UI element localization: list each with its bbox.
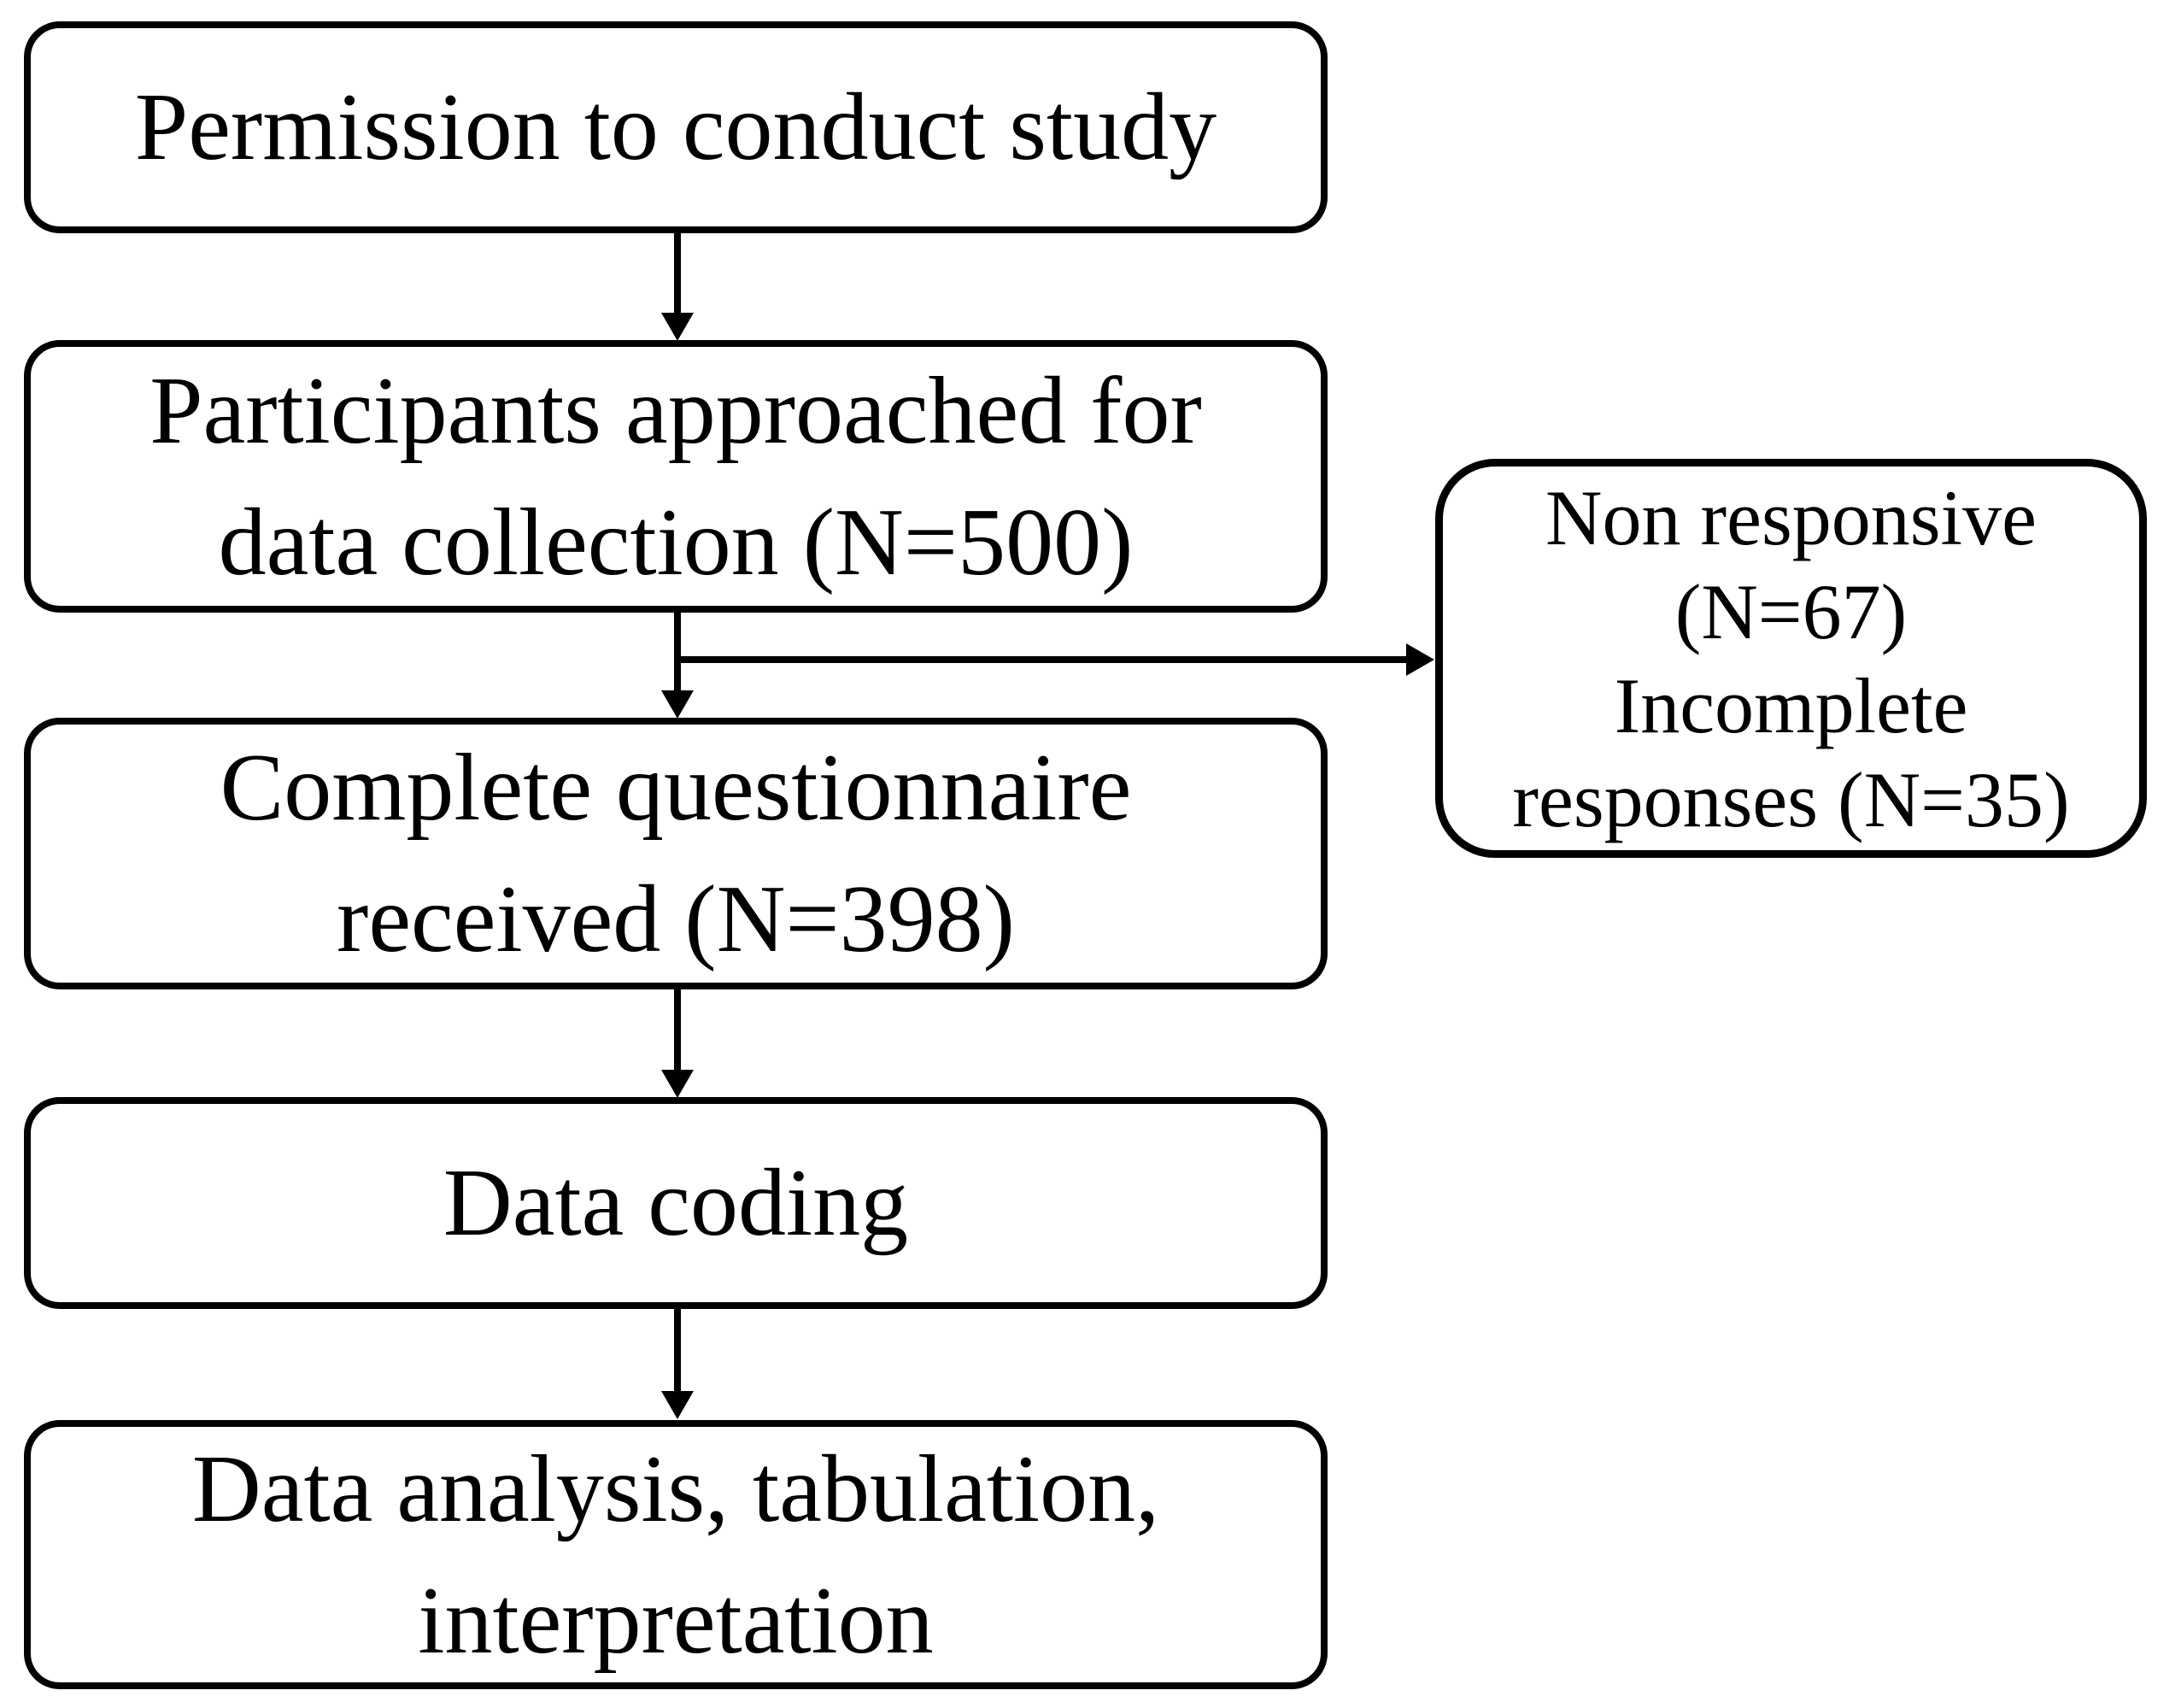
box-text-line: data collection (N=500) [218, 489, 1134, 596]
box-text-line: Complete questionnaire [220, 735, 1132, 841]
box-text-line: Participants approached for [150, 357, 1202, 464]
box-text-line: (N=67) [1674, 567, 1908, 655]
box-text-line: Data coding [443, 1150, 909, 1256]
box-text-line: received (N=398) [337, 866, 1015, 972]
arrow-down-1 [661, 232, 694, 341]
box-text-line: Incomplete [1614, 661, 1968, 749]
box-exclusions: Non responsive (N=67) Incomplete respons… [1435, 459, 2147, 858]
arrow-down-2 [661, 611, 694, 719]
box-participants-approached: Participants approached for data collect… [24, 340, 1328, 613]
box-text-line: responses (N=35) [1512, 755, 2070, 843]
arrow-down-3 [661, 988, 694, 1098]
box-text-line: Permission to conduct study [134, 74, 1217, 180]
box-data-analysis: Data analysis, tabulation, interpretatio… [24, 1420, 1328, 1689]
box-text-line: Non responsive [1545, 473, 2037, 561]
box-data-coding: Data coding [24, 1097, 1328, 1309]
arrow-down-4 [661, 1307, 694, 1419]
box-permission-to-conduct-study: Permission to conduct study [24, 21, 1328, 233]
box-text-line: interpretation [418, 1567, 934, 1674]
box-text-line: Data analysis, tabulation, [191, 1435, 1160, 1542]
box-complete-questionnaire: Complete questionnaire received (N=398) [24, 718, 1328, 989]
arrow-branch-right [677, 643, 1434, 676]
